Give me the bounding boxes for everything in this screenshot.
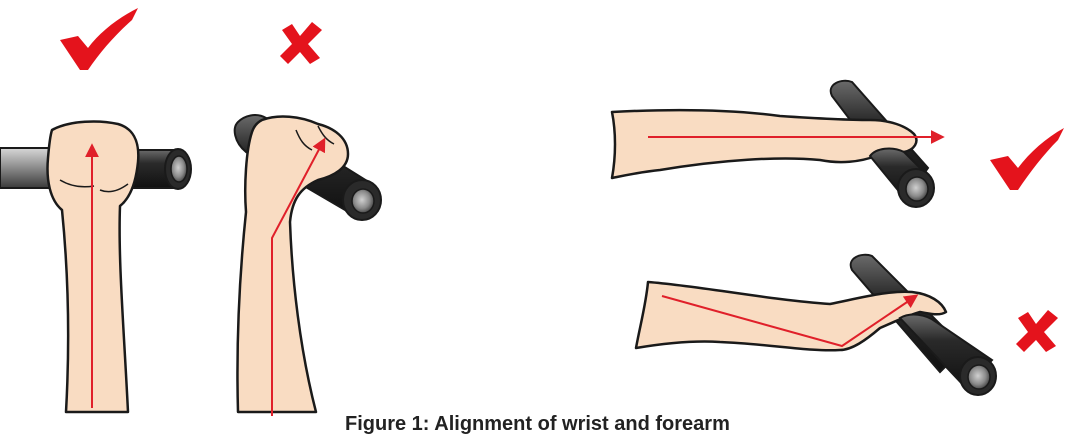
forearm-bent-front — [237, 117, 348, 412]
cross-icon — [280, 22, 322, 64]
forearm-straight-side — [612, 110, 916, 178]
check-icon — [60, 8, 138, 70]
grip-bar-end — [900, 315, 996, 395]
panel-side-bent — [636, 255, 1058, 395]
panel-side-straight — [612, 81, 1064, 207]
figure-caption: Figure 1: Alignment of wrist and forearm — [345, 414, 730, 434]
check-icon — [990, 128, 1064, 190]
panel-front-straight — [0, 8, 191, 412]
grip-bar-end — [870, 149, 934, 207]
cross-icon — [1016, 310, 1058, 352]
panel-front-bent — [235, 22, 381, 416]
forearm-bent-side — [636, 282, 946, 350]
